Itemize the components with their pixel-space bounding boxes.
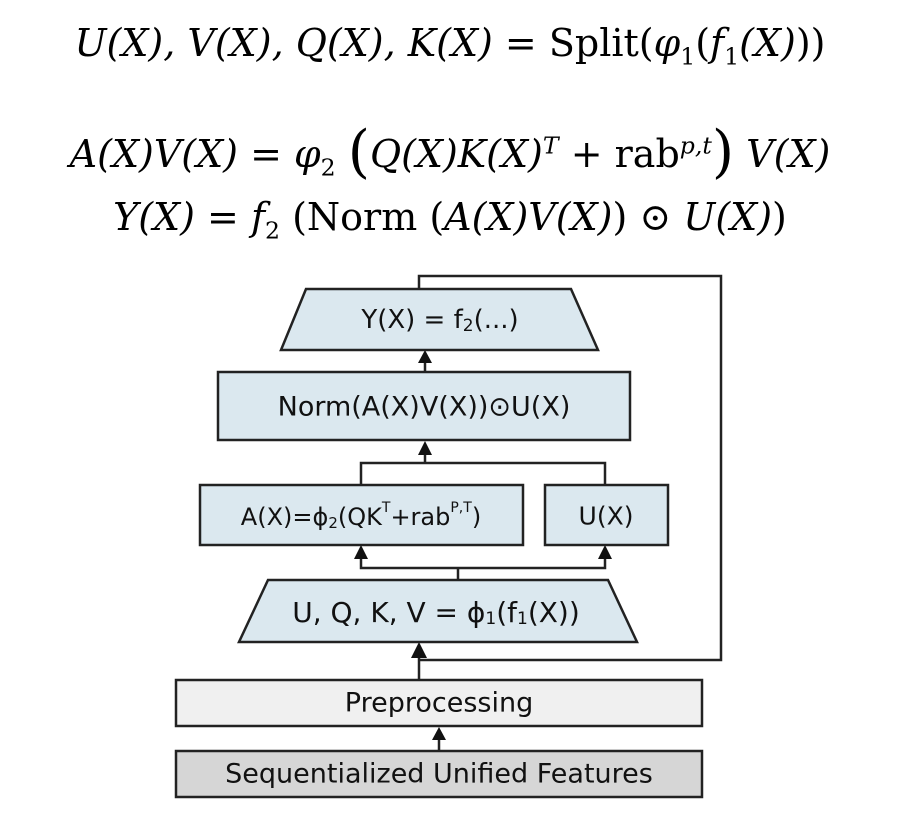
eq1-lhs: U(X), V(X), Q(X), K(X)	[74, 21, 493, 65]
eq3-f: f	[250, 195, 266, 239]
equation-attention: A(X)V(X) = φ2 (Q(X)K(X)T + rabp,t) V(X)	[69, 119, 831, 185]
eq1-phi-sub: 1	[680, 42, 696, 71]
u-block-shape	[543, 483, 670, 547]
projection-block: U, Q, K, V = ϕ1(f1(X))	[237, 578, 639, 644]
eq1-equals: =	[504, 21, 537, 65]
attention-block-label: A(X)=ϕ2(QKT+rabP,T)	[241, 500, 481, 532]
eq3-odot: ⊙	[639, 195, 672, 239]
eq2-plus: +	[570, 132, 603, 176]
connector-split-line	[359, 558, 607, 570]
eq2-rab: rab	[614, 132, 680, 176]
eq3-equals: =	[207, 195, 239, 239]
connector-merge-line	[359, 461, 607, 485]
norm-block-label: Norm(A(X)V(X))⊙U(X)	[278, 392, 571, 423]
arrow-to-top	[418, 350, 432, 363]
eq3-f-sub: 2	[265, 216, 281, 245]
preprocessing-block-label: Preprocessing	[345, 688, 533, 719]
attention-block-shape	[198, 483, 525, 547]
projection-block-shape	[237, 578, 639, 644]
attention-block: A(X)=ϕ2(QKT+rabP,T)	[198, 483, 525, 547]
equation-output: Y(X) = f2 (Norm (A(X)V(X)) ⊙ U(X))	[113, 195, 787, 245]
eq2-phi: φ	[294, 132, 321, 176]
arrow-to-attention	[354, 545, 368, 559]
eq1-split: Split	[548, 21, 639, 65]
eq2-rhs: V(X)	[746, 132, 831, 176]
preprocessing-block: Preprocessing	[174, 678, 704, 728]
eq2-equals: =	[250, 132, 282, 176]
u-block-label: U(X)	[579, 502, 634, 531]
eq3-rhs: U(X)	[683, 195, 773, 239]
eq1-f-sub: 1	[724, 42, 740, 71]
arrow-to-preprocessing	[432, 727, 446, 740]
preprocessing-block-shape	[174, 678, 704, 728]
u-block: U(X)	[543, 483, 670, 547]
equation-split: U(X), V(X), Q(X), K(X) = Split(φ1(f1(X))…	[74, 21, 826, 71]
projection-block-label: U, Q, K, V = ϕ1(f1(X))	[292, 596, 580, 630]
eq2-phi-sub: 2	[320, 153, 336, 182]
arrow-to-split	[411, 642, 427, 658]
eq1-phi: φ	[653, 21, 681, 65]
norm-block: Norm(A(X)V(X))⊙U(X)	[216, 370, 632, 442]
eq1-x: (X)	[739, 21, 796, 65]
eq2-rab-sup: p,t	[679, 131, 712, 160]
output-block-label: Y(X) = f2(...)	[360, 305, 518, 336]
arrow-to-norm	[418, 441, 432, 455]
eq2-qk-sup: T	[542, 131, 559, 160]
output-block: Y(X) = f2(...)	[279, 287, 600, 352]
eq1-f: f	[710, 21, 725, 65]
features-block-shape	[174, 749, 704, 799]
feedback-loop-line	[417, 274, 723, 662]
eq3-lhs: Y(X)	[113, 195, 195, 239]
features-block-label: Sequentialized Unified Features	[225, 759, 653, 790]
eq3-norm: Norm	[306, 195, 418, 239]
norm-block-shape	[216, 370, 632, 442]
arrow-to-u	[598, 545, 612, 559]
eq2-lhs: A(X)V(X)	[69, 132, 238, 176]
eq3-inner: A(X)V(X)	[444, 195, 613, 239]
output-block-shape	[279, 287, 600, 352]
features-block: Sequentialized Unified Features	[174, 749, 704, 799]
eq2-qk: Q(X)K(X)	[369, 132, 543, 176]
